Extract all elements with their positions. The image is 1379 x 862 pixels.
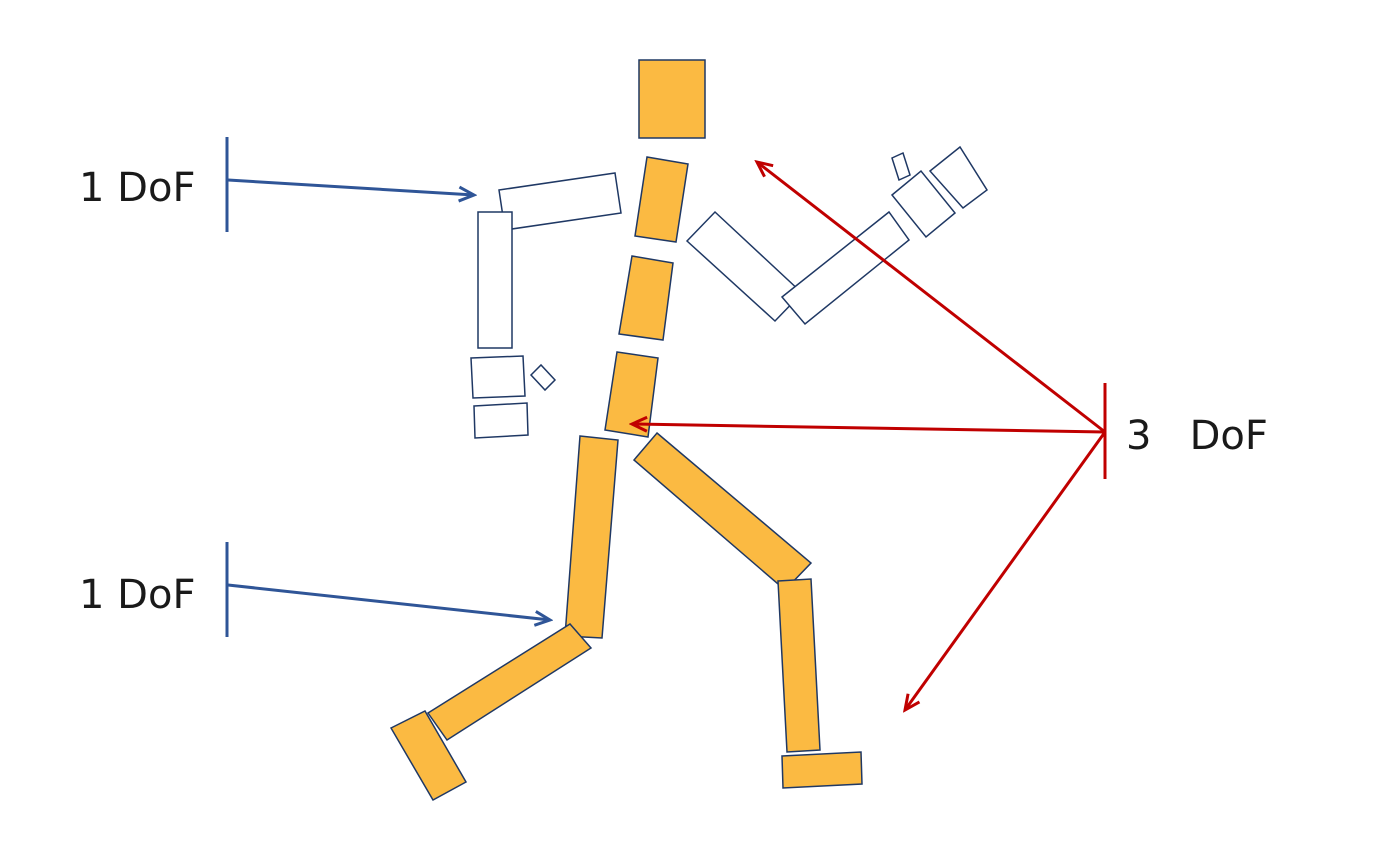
left-hand-outline-2: [473, 402, 529, 439]
spine-segment-1: [634, 156, 689, 243]
left-foot: [389, 710, 468, 802]
right-thigh: [632, 431, 813, 592]
spine-segment-2: [618, 255, 674, 341]
red-arrow-to-shoulder: [757, 162, 1106, 434]
right-hand-outline-1: [890, 169, 957, 239]
left-shin: [426, 623, 593, 742]
near-side-body: [389, 59, 863, 802]
left-finger-outline: [529, 363, 557, 392]
right-annotation: 3 DoF: [632, 162, 1268, 710]
right-forearm-outline: [780, 210, 911, 326]
top-left-annotation: 1 DoF: [79, 137, 474, 232]
left-hand-outline-1: [470, 355, 526, 399]
top-left-label: 1 DoF: [79, 165, 195, 211]
right-upper-arm-outline: [685, 210, 804, 323]
red-arrow-to-knee: [905, 431, 1107, 710]
left-thigh: [564, 435, 619, 639]
far-side-limbs: [470, 145, 989, 439]
left-upper-arm-outline: [498, 172, 622, 231]
right-label: 3 DoF: [1126, 413, 1268, 459]
red-arrow-to-hip: [632, 424, 1106, 434]
spine-segment-3: [604, 351, 659, 438]
left-forearm-outline: [477, 211, 513, 349]
head: [638, 59, 706, 139]
right-hand-outline-2: [928, 145, 989, 210]
right-shin: [777, 578, 821, 753]
right-finger-outline: [891, 151, 911, 182]
bottom-left-arrow: [227, 583, 550, 620]
top-left-arrow: [227, 178, 474, 195]
bottom-left-label: 1 DoF: [79, 572, 195, 618]
right-foot: [781, 751, 863, 789]
bottom-left-annotation: 1 DoF: [79, 542, 550, 637]
